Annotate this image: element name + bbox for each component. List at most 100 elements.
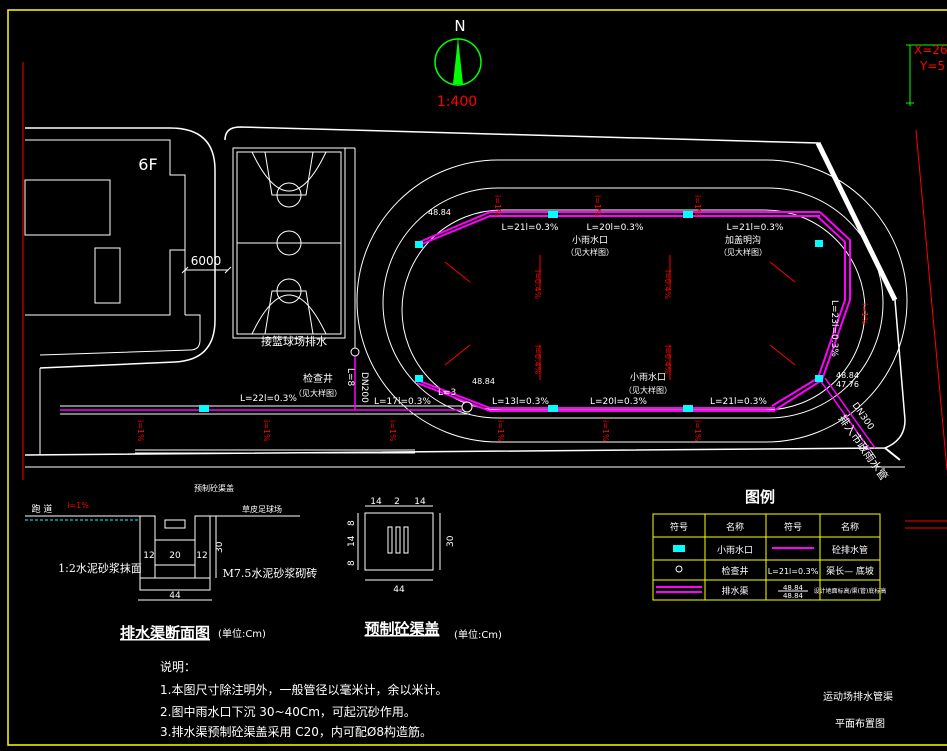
note-line-1: 1.本图尺寸除注明外，一般管径以毫米计，余以米计。: [160, 682, 447, 697]
legend-row2-name2: 渠长— 底坡: [826, 565, 874, 577]
site-road-edge: [25, 127, 216, 369]
legend-table: [652, 513, 881, 601]
legend-row3-name1: 排水渠: [721, 585, 748, 597]
notes-heading: 说明：: [160, 659, 196, 674]
bottom-segment-1: L=22l=0.3%: [240, 394, 297, 404]
note-line-2: 2.图中雨水口下沉 30~40Cm，可起沉砂作用。: [160, 704, 416, 719]
section-dim-44: 44: [169, 591, 181, 601]
legend-row1-name1: 小雨水口: [717, 544, 753, 556]
legend-header-symbol-2: 符号: [784, 521, 802, 533]
top-segment-2: L=20l=0.3%: [587, 223, 644, 233]
section-dim-30: 30: [215, 541, 225, 553]
top-segment-3: L=21l=0.3%: [727, 223, 784, 233]
side-slope-9: i=1%: [693, 195, 702, 217]
small-inlet-label: 小雨水口: [572, 234, 608, 246]
small-inlet-note: （见大样图）: [566, 247, 614, 257]
note-line-3: 3.排水渠预制砼渠盖采用 C20，内可配Ø8构造筋。: [160, 724, 432, 739]
cover-unit: (单位:Cm): [454, 628, 502, 641]
section-dim-20: 20: [169, 551, 181, 561]
legend-row2-name1: 检查井: [721, 565, 748, 577]
inlet-icons: [199, 211, 823, 412]
legend-header-name-1: 名称: [726, 521, 744, 533]
track-inner: [382, 187, 884, 419]
section-top-label: 预制砼渠盖: [194, 483, 234, 493]
cover-dim-30: 30: [446, 535, 456, 547]
channel-cover-drawing: [357, 505, 441, 581]
pipe-l3: L=3: [438, 388, 456, 398]
mortar-left: 1:2水泥砂浆抹面: [58, 561, 142, 575]
building-6f: 6F: [24, 127, 186, 316]
legend-row3-sym2-bot: 48.84: [783, 592, 804, 600]
cover-dim-14a: 14: [370, 497, 382, 507]
legend-inlet-icon: [673, 545, 685, 552]
legend-row2-sym2: L=21l=0.3%: [768, 567, 819, 576]
title-line-2: 平面布置图: [835, 718, 885, 730]
legend-manhole-icon: [675, 565, 683, 573]
coord-x: X=26: [914, 43, 947, 57]
coord-y: Y=5: [919, 59, 945, 73]
right-segment: L=23l=0.3%: [829, 300, 839, 357]
cover-dim-44: 44: [393, 585, 405, 595]
manhole-icon: [461, 401, 473, 413]
bottom-segment-3: L=13l=0.3%: [492, 397, 549, 407]
side-slope-7: i=1%: [493, 195, 502, 217]
section-dim-12b: 12: [196, 551, 207, 561]
field-slope-2: i=0.4%: [663, 270, 672, 300]
side-slope-10: i=1%: [860, 303, 869, 325]
legend-header-symbol-1: 符号: [670, 521, 688, 533]
elev-b: 47.76: [836, 380, 859, 389]
building-floors: 6F: [138, 155, 157, 174]
side-slope-3: i=1%: [388, 420, 397, 442]
manhole-note: （见大样图）: [294, 388, 342, 398]
drain-channel: [60, 211, 876, 451]
legend-row3-name2: 设计地面标高/渠(管)底标高: [814, 587, 887, 595]
scale-text: 1:400: [437, 94, 477, 110]
north-letter: N: [454, 17, 465, 35]
side-slope-1: i=1%: [136, 420, 145, 442]
channel-section-drawing: [25, 515, 300, 601]
cover-dim-8a: 8: [347, 520, 357, 526]
slope-marks: [444, 255, 796, 380]
drawing-frame: [7, 9, 947, 746]
elev-a-3: 48.84: [836, 371, 859, 380]
side-slope-2: i=1%: [262, 420, 271, 442]
pipe-size-dn200: DN200: [359, 372, 369, 403]
bottom-segment-2: L=17l=0.3%: [374, 397, 431, 407]
elev-a-1: 48.84: [428, 208, 451, 217]
legend-row3-sym2-top: 48.84: [783, 584, 804, 592]
cover-dim-14: 14: [347, 535, 357, 547]
gutter-note: （见大样图）: [719, 247, 767, 257]
bottom-segment-5: L=21l=0.3%: [710, 397, 767, 407]
elev-a-2: 48.84: [472, 377, 495, 386]
cover-dim-14b: 14: [414, 497, 426, 507]
mortar-right: M7.5水泥砂浆砌砖: [223, 566, 318, 580]
manhole-icon: [350, 347, 360, 357]
section-right-label: 草皮足球场: [242, 504, 282, 514]
cover-dim-8b: 8: [347, 560, 357, 566]
gutter-label: 加盖明沟: [725, 234, 761, 246]
basketball-court: [232, 147, 346, 339]
manhole-label: 检查井: [303, 372, 333, 385]
section-unit: (单位:Cm): [218, 627, 266, 640]
legend-header-name-2: 名称: [841, 521, 859, 533]
small-inlet-label-2: 小雨水口: [630, 371, 666, 383]
field-slope-4: i=0.4%: [663, 345, 672, 375]
side-slope-6: i=1%: [693, 420, 702, 442]
legend-title: 图例: [745, 488, 775, 506]
legend-row1-name2: 砼排水管: [832, 544, 868, 556]
side-slope-5: i=1%: [601, 420, 610, 442]
section-dim-12a: 12: [143, 551, 154, 561]
top-segment-1: L=21l=0.3%: [502, 223, 559, 233]
bottom-segment-4: L=20l=0.3%: [590, 397, 647, 407]
pipe-l8: L=8: [345, 368, 355, 387]
field-slope-3: i=0.4%: [533, 345, 542, 375]
north-arrow-icon: N: [434, 17, 482, 86]
title-line-1: 运动场排水管渠: [823, 690, 893, 703]
cover-dim-2: 2: [394, 497, 400, 507]
side-slope-8: i=1%: [593, 195, 602, 217]
section-title: 排水渠断面图: [120, 624, 210, 642]
dimension-6000: 6000: [191, 254, 222, 268]
field-slope-1: i=0.4%: [533, 270, 542, 300]
small-inlet-note-2: （见大样图）: [624, 385, 672, 395]
